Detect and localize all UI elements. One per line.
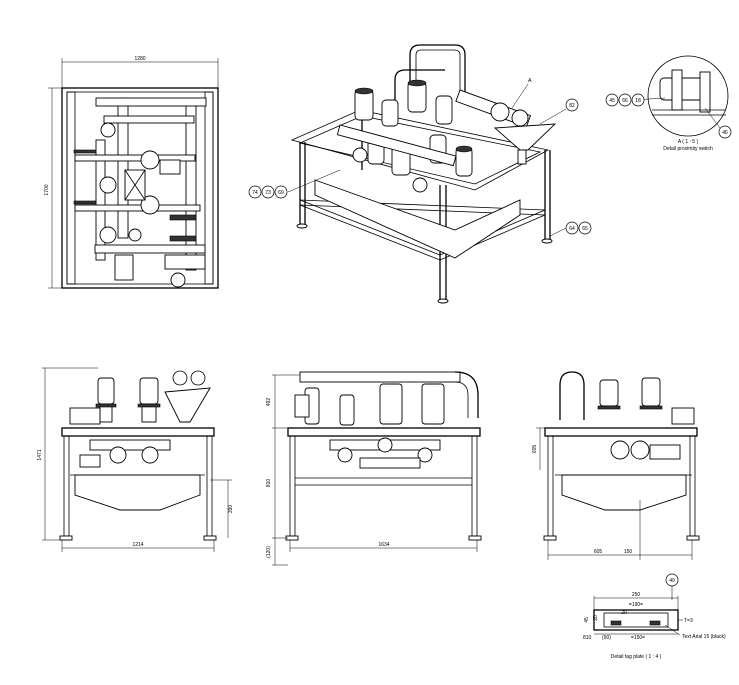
top-height-dim: 1700 [44,184,50,195]
callout-65: 65 [582,226,588,232]
front-trough-dim: 390 [228,505,234,514]
side-mid-dim: 810 [266,479,272,488]
callout-46: 46 [722,130,728,136]
detail-a-label: A [528,78,532,84]
tag-thickness-dim: T=3 [684,618,693,624]
tag-overall-dim: 250 [632,592,641,598]
tag-bottom-dim: =150= [631,635,645,641]
side-top-dim: 492 [266,398,272,407]
callout-74: 74 [252,190,258,196]
tag-inner-top-dim: =190= [629,602,643,608]
front-width-dim: 1214 [132,542,143,548]
iso-view: A 74 73 69 82 64 65 [248,44,592,304]
tag-plate-detail: 49 250 =190= 20 45 20 T=3 810 (90) =150=… [583,573,726,660]
side-width-dim: 1634 [378,542,389,548]
detail-a-title: A ( 1 : 5 ) [678,139,699,145]
front-height-dim: 1471 [37,449,43,460]
front-view: 1471 390 1214 [37,367,234,552]
callout-64: 64 [569,226,575,232]
end-view: 605 605 150 [532,371,700,560]
detail-a-caption: Detail proximity switch [663,146,713,152]
side-bottom-dim: (120) [266,546,272,558]
callout-49: 49 [669,578,675,584]
callout-82: 82 [569,103,575,109]
top-width-dim: 1280 [134,56,145,62]
end-right-dim: 150 [624,549,633,555]
detail-proximity: 45 66 18 46 A ( 1 : 5 ) Detail proximity… [605,55,732,152]
tag-bottom-left-dim: (90) [602,635,611,641]
callout-69: 69 [278,190,284,196]
top-view: 1280 1700 [44,56,219,289]
tag-height-dim: 45 [584,617,590,623]
callout-45: 45 [609,98,615,104]
tag-h2-dim: 20 [593,615,599,621]
tag-small-dim: 20 [621,610,627,616]
tag-left-dim: 810 [583,635,592,641]
end-left-dim: 605 [594,549,603,555]
tag-note: Text Arial 15 (black) [682,634,726,640]
tag-plate-caption: Detail tag plate ( 1 : 4 ) [611,654,662,660]
side-view: 492 810 (120) 1634 [266,371,482,566]
callout-73: 73 [265,190,271,196]
callout-66: 66 [622,98,628,104]
end-height-dim: 605 [532,445,538,454]
callout-18: 18 [635,98,641,104]
